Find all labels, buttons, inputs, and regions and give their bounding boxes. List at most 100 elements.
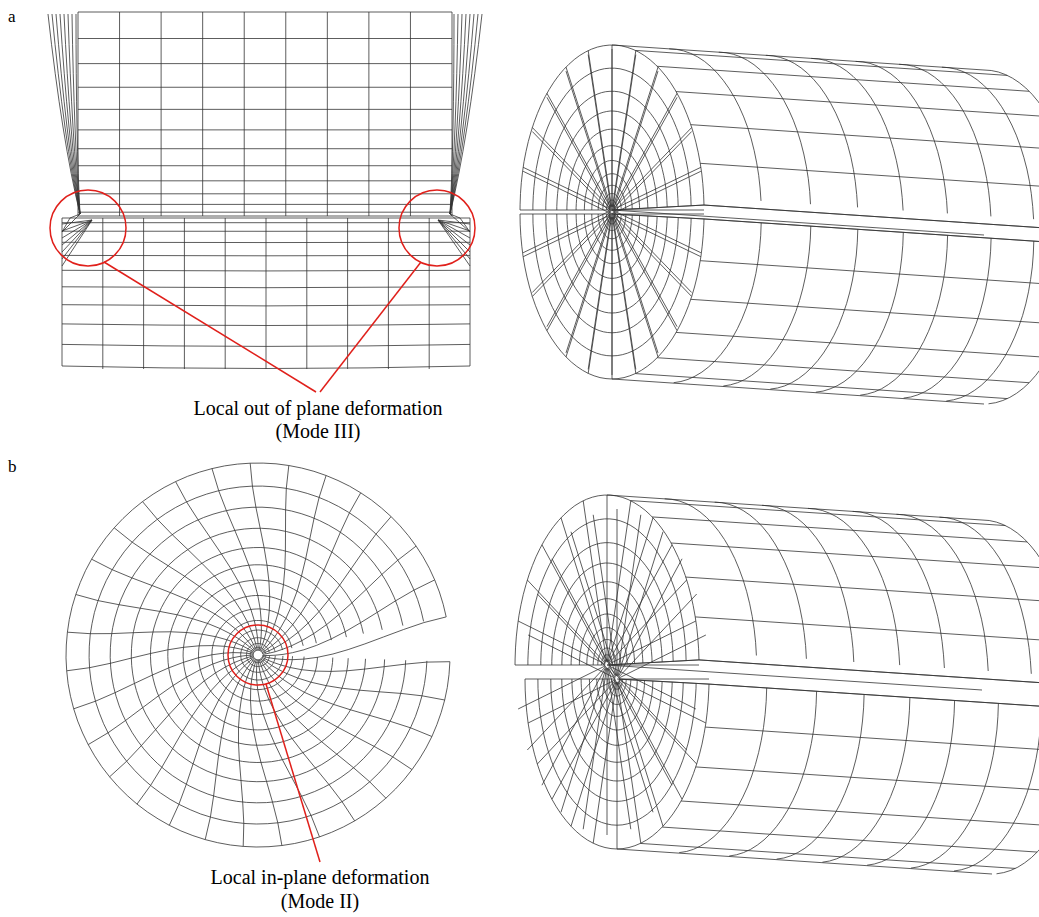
mesh-line: [612, 217, 635, 373]
mesh-line: [253, 650, 263, 660]
mesh-line: [78, 63, 452, 64]
mesh-line: [679, 688, 767, 853]
mesh-line: [161, 12, 162, 216]
mesh-line: [78, 38, 452, 39]
mesh-line: [450, 14, 482, 214]
mesh-line: [518, 666, 605, 709]
mesh-line: [583, 668, 606, 829]
mesh-line: [62, 214, 80, 232]
mesh-line: [527, 667, 605, 750]
mesh-line: [612, 51, 635, 207]
mesh-line: [662, 827, 1037, 852]
mesh-line: [250, 463, 270, 650]
mesh-line: [285, 12, 286, 216]
mesh-line: [700, 163, 1039, 188]
mesh-line: [60, 14, 80, 214]
mesh-line: [607, 495, 608, 662]
mesh-line: [904, 238, 992, 398]
mesh-line: [261, 659, 432, 737]
mesh-line: [62, 220, 92, 238]
mesh-line: [613, 212, 677, 326]
mesh-line: [940, 517, 1032, 674]
mesh-line: [56, 14, 80, 214]
leader-line: [104, 262, 316, 392]
mesh-line: [762, 505, 854, 662]
mesh-line: [613, 97, 677, 211]
mesh-line: [78, 165, 452, 166]
mesh-line: [729, 691, 816, 856]
mesh-line: [450, 14, 474, 214]
mesh-line: [671, 543, 1039, 568]
mesh-line: [608, 667, 672, 785]
mesh-line: [989, 244, 1039, 404]
mesh-line: [262, 493, 361, 653]
mesh-line: [202, 12, 203, 216]
mesh-line: [183, 580, 333, 730]
mesh-line: [263, 517, 392, 654]
mesh-line: [450, 14, 462, 214]
mesh-line: [72, 14, 80, 214]
mesh-line: [607, 668, 608, 835]
mesh-line: [566, 217, 611, 357]
mesh-line: [450, 14, 466, 214]
mesh-line: [438, 220, 470, 266]
mesh-line: [450, 14, 454, 214]
mesh-line: [78, 129, 452, 130]
mesh-line: [607, 665, 982, 690]
mesh-line: [438, 220, 470, 238]
mesh-line: [676, 332, 1039, 357]
mesh-line: [612, 213, 613, 375]
mesh-line: [588, 51, 611, 207]
mesh-line: [306, 218, 307, 369]
mesh-line: [777, 694, 865, 859]
mesh-line: [205, 659, 255, 840]
mesh-line: [699, 660, 1039, 685]
mesh-line: [261, 466, 289, 652]
mesh-line: [657, 358, 1029, 383]
mesh-line: [176, 482, 259, 651]
mesh-line: [542, 545, 606, 663]
callout-circle: [228, 625, 288, 685]
mesh-line: [691, 125, 1039, 150]
mesh-line: [704, 205, 1039, 230]
mesh-line: [613, 213, 658, 353]
mesh-line: [652, 517, 1027, 542]
mesh-line: [52, 14, 80, 214]
mesh-line: [262, 476, 327, 652]
mesh-line: [410, 12, 411, 216]
mesh-line: [612, 49, 613, 211]
mesh-line: [609, 621, 696, 664]
mesh-line: [897, 514, 989, 671]
mesh-line: [78, 216, 452, 217]
mesh-line: [617, 679, 709, 684]
mesh-line: [525, 679, 615, 680]
mesh-line: [619, 681, 697, 764]
mesh-line: [520, 214, 610, 215]
mesh-line: [92, 559, 256, 651]
mesh-line: [867, 701, 955, 866]
mesh-line: [143, 218, 144, 369]
mesh-line: [525, 679, 709, 849]
mesh-line: [609, 666, 696, 709]
mesh-line: [946, 241, 1034, 401]
mesh-line: [982, 520, 1039, 677]
mesh-line: [614, 214, 704, 215]
mesh-line: [619, 679, 709, 680]
mesh-line: [613, 71, 658, 211]
mesh-line: [64, 14, 80, 214]
mesh-line: [347, 218, 348, 369]
mesh-line: [612, 55, 635, 211]
mesh-line: [78, 204, 452, 205]
mesh-line: [715, 502, 807, 659]
mesh-line: [681, 801, 1039, 826]
mesh-line: [327, 12, 328, 216]
mesh-line: [450, 214, 470, 232]
mesh-line: [263, 617, 447, 660]
mesh-line: [48, 14, 80, 214]
mesh-line: [67, 646, 254, 671]
mesh-line: [532, 132, 610, 213]
mesh-line: [143, 502, 258, 651]
mesh-line: [225, 218, 226, 369]
callout-text: Local out of plane deformation: [194, 397, 443, 419]
